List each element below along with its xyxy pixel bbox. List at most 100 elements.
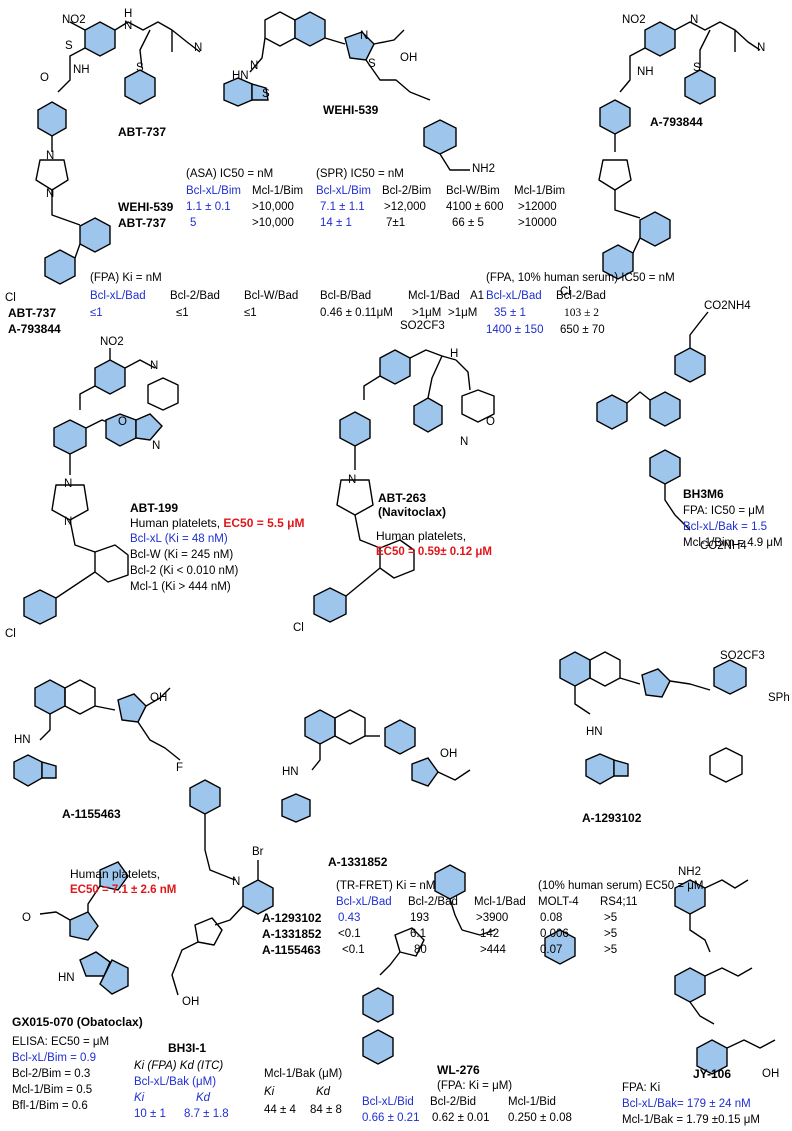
atom-oh: OH [762,1068,780,1080]
structure-a1155463 [13,679,236,881]
compound-label-a1331852: A-1331852 [328,855,388,869]
atom-hn: HN [58,972,75,984]
table2-col: Bcl-xL/Bad [90,290,146,302]
atom-nh2: NH2 [472,163,496,175]
table3-cell: >5 [604,944,618,956]
table1-cell: 66 ± 5 [452,217,484,229]
table2-cell: 650 ± 70 [560,324,605,336]
gx015-header: ELISA: EC50 = μM [12,1036,110,1048]
compound-label-gx015: GX015-070 (Obatoclax) [12,1015,143,1029]
atom-s: S [693,62,701,74]
table1-cell: >12000 [518,201,557,213]
structure-bh3i1 [171,860,274,996]
abt199-platelets: Human platelets, EC50 = 5.5 μM [130,516,305,530]
table1-col: Mcl-1/Bim [514,185,566,197]
atom-n: N [64,516,73,528]
atom-co2nh4: CO2NH4 [704,300,751,312]
table2-cell: 35 ± 1 [494,307,526,319]
table2-cell: >1μM [412,307,442,319]
compound-label-abt199: ABT-199 [130,501,179,515]
atom-f: F [176,762,184,774]
atom-n: N [152,440,161,452]
atom-n: N [348,474,357,486]
table3-cell: 142 [480,928,500,940]
atom-n: N [64,478,73,490]
table3-cell: <0.1 [338,928,361,940]
table2-cell: 1400 ± 150 [486,324,544,336]
bh3i1-ki: Ki [134,1092,145,1104]
gx015-line: Bcl-2/Bim = 0.3 [12,1068,91,1080]
table2-col: Bcl-xL/Bad [486,290,542,302]
table1-spr-header: (SPR) IC50 = nM [316,168,404,180]
atom-n: N [460,436,469,448]
table1-cell: 4100 ± 600 [446,201,504,213]
table1-col: Bcl-xL/Bim [316,185,371,197]
structure-wl276 [362,864,576,1065]
table1-col: Bcl-xL/Bim [186,185,241,197]
table3-row-name: A-1293102 [262,911,322,925]
table2-serum-header: (FPA, 10% human serum) IC50 = nM [486,272,675,284]
atom-sph: SPh [768,692,790,704]
bh3i1-ki2: Ki [264,1086,275,1098]
atom-nh2: NH2 [678,866,702,878]
atom-hn: HN [232,70,249,82]
atom-nh: NH [73,64,90,76]
table3-col: RS4;11 [600,896,638,908]
table1-cell: 1.1 ± 0.1 [186,201,231,213]
structure-wehi539 [223,11,470,171]
jy106-header: FPA: Ki [622,1082,661,1094]
table3-col: Bcl-xL/Bad [336,896,392,908]
atom-n: N [690,14,699,26]
atom-n: N [46,188,55,200]
bh3i1-header2: Mcl-1/Bak (μM) [264,1068,343,1080]
wl276-col: Bcl-xL/Bid [362,1096,414,1108]
atom-s: S [368,58,376,70]
table3-row-name: A-1331852 [262,927,322,941]
table2-col: Bcl-W/Bad [244,290,299,302]
table3-cell: >5 [604,928,618,940]
atom-o: O [486,416,495,428]
bh3i1-kd: Kd [196,1092,211,1104]
atom-no2: NO2 [622,14,646,26]
atom-oh: OH [150,692,168,704]
table3-cell: <0.1 [342,944,365,956]
jy106-line: Bcl-xL/Bak= 179 ± 24 nM [622,1098,751,1110]
table1-asa-header: (ASA) IC50 = nM [186,168,274,180]
abt263-platelets: Human platelets, [376,529,467,543]
atom-oh: OH [182,996,200,1008]
table2-row-name: ABT-737 [8,306,57,320]
table2-cell: ≤1 [244,307,257,319]
table3-cell: 0.07 [540,944,563,956]
table3-serum-header: (10% human serum) EC50 = μM [538,880,704,892]
table3-cell: 0.43 [338,912,361,924]
table3-cell: 0.08 [540,912,563,924]
bh3i1-sub1: Bcl-xL/Bak (μM) [134,1076,217,1088]
table3-row-name: A-1155463 [262,943,321,957]
bh3i1-val: 8.7 ± 1.8 [184,1108,229,1120]
atom-cl: Cl [293,622,304,634]
bh3i1-kd2: Kd [316,1086,331,1098]
atom-n: N [124,20,133,32]
gx015-line: Bfl-1/Bim = 0.6 [12,1100,88,1112]
compound-label-bh3i1: BH3I-1 [168,1041,207,1055]
atom-br: Br [252,846,264,858]
table2-fpa-header: (FPA) Ki = nM [90,272,162,284]
atom-no2: NO2 [62,14,86,26]
table3-cell: >444 [480,944,506,956]
compound-label-jy106: JY-106 [693,1067,732,1081]
table2-cell: ≤1 [176,307,189,319]
structure-gx015 [39,861,129,995]
atom-cl: Cl [5,292,16,304]
table3-cell: 80 [414,944,427,956]
bh3i1-val: 10 ± 1 [134,1108,166,1120]
atom-n: N [46,150,55,162]
table2-cell: >1μM [448,307,478,319]
atom-no2: NO2 [100,336,124,348]
atom-hn: HN [586,726,603,738]
table2-row-name: A-793844 [8,322,61,336]
a1155463-ec50: EC50 = 7.1 ± 2.6 nM [70,884,177,896]
table2-col: Bcl-B/Bad [320,290,372,302]
table3-cell: 0.006 [540,928,569,940]
atom-n: N [232,876,241,888]
